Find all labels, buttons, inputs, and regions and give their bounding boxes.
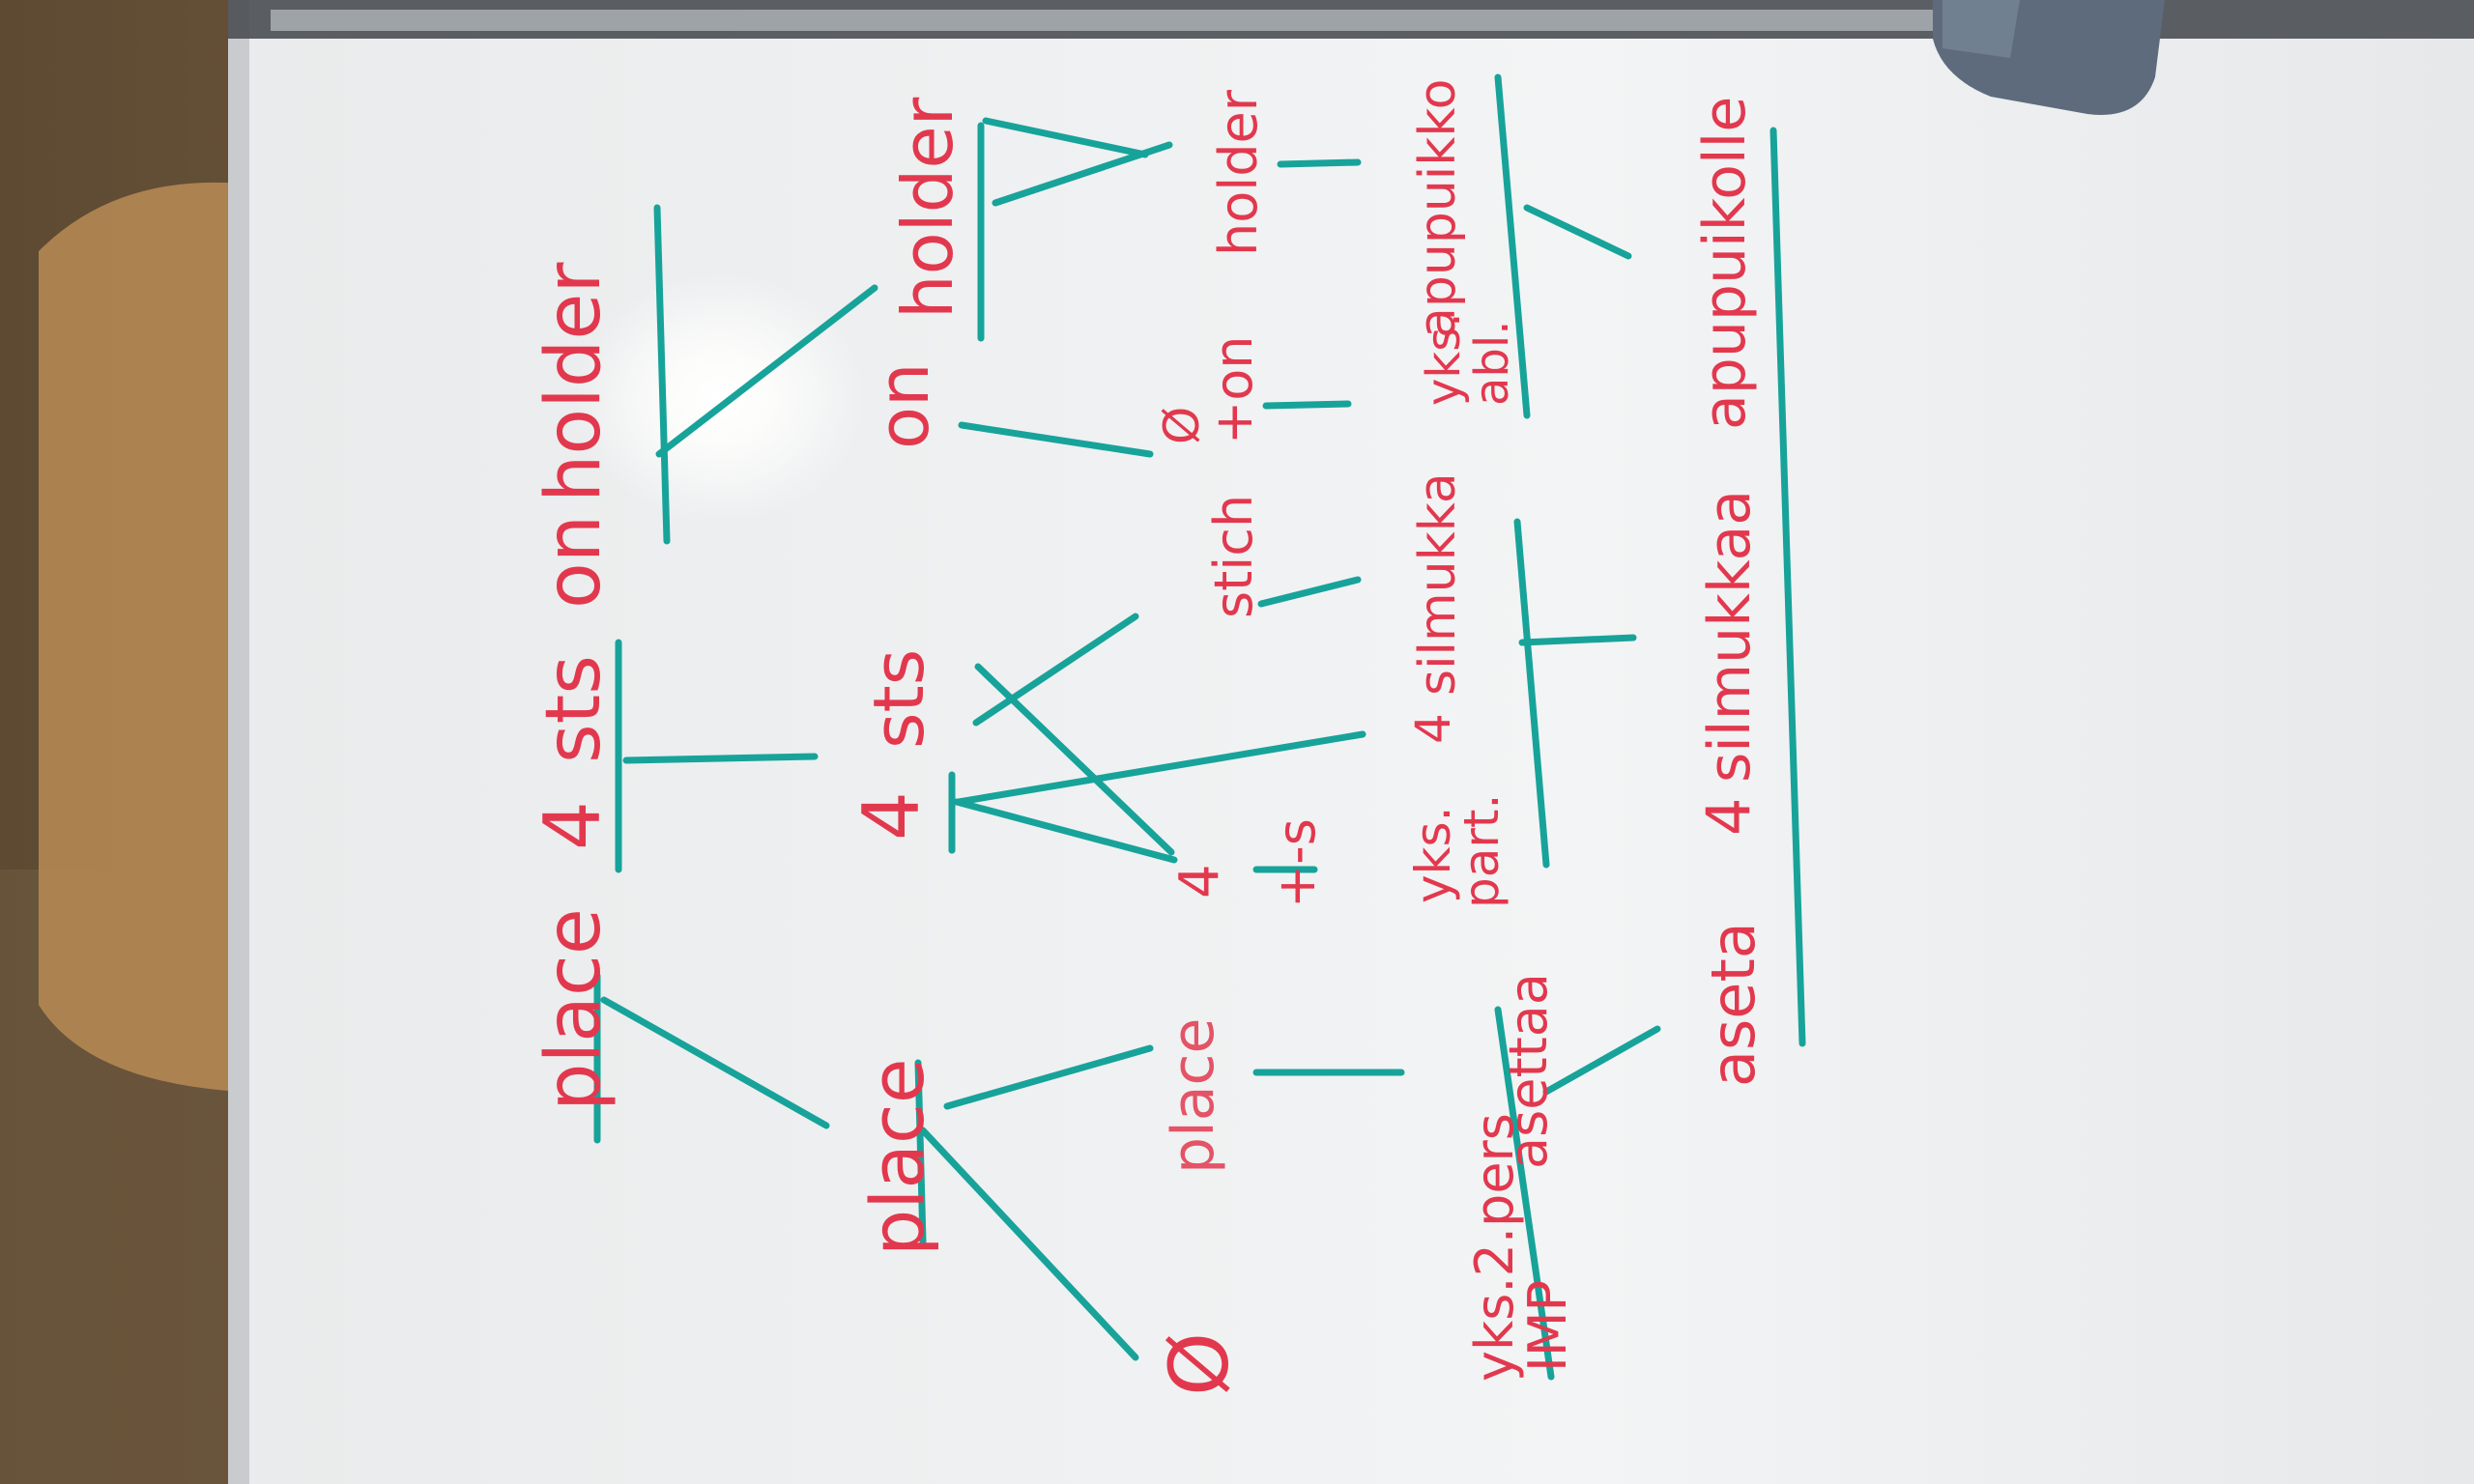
row4-word-yks2pers: yks.2.pers: [1464, 1113, 1525, 1382]
row2-word-4: 4: [847, 791, 936, 841]
row4-word-abl: abl.: [1465, 321, 1519, 406]
light-glare: [575, 272, 865, 524]
row3-word-on: +on: [1203, 335, 1264, 444]
row3-word-plus-minus-s: +-s: [1266, 818, 1327, 908]
board-top-tray: [271, 10, 1971, 31]
teal-tree-lines: [593, 73, 1806, 1381]
row2-word-on: on: [863, 362, 944, 449]
row2-word-holder: holder: [887, 97, 968, 319]
row4-word-silmukka: silmukka: [1409, 472, 1467, 696]
row5-word-aseta: aseta: [1698, 922, 1769, 1087]
row4-word-part: part.: [1453, 794, 1510, 908]
row1-word-4: 4: [528, 801, 618, 850]
row2-word-sts: sts: [858, 649, 939, 749]
row1-word-place: place: [531, 908, 618, 1111]
eraser: [1933, 0, 2165, 115]
row4-word-yks-2: yks.: [1417, 313, 1471, 406]
row1-word-sts: sts: [531, 655, 618, 763]
row3-word-stich: stich: [1203, 495, 1264, 618]
row3-empty-symbol-2: Ø: [1154, 407, 1210, 444]
row4-word-yks-1: yks.: [1405, 807, 1461, 904]
row3-word-4: 4: [1168, 864, 1231, 899]
row5-word-silmukkaa: silmukkaa: [1696, 490, 1764, 783]
row4-word-asettaa: asettaa: [1498, 973, 1559, 1169]
row1-word-on: on: [531, 515, 618, 609]
row3-empty-symbol: Ø: [1152, 1332, 1247, 1396]
row4-word-apupuikko: apupuikko: [1409, 79, 1467, 338]
row3-word-place: place: [1160, 1018, 1227, 1174]
row2-word-place: place: [854, 1059, 940, 1256]
row5-word-apupuikolle: apupuikolle: [1691, 97, 1759, 430]
row4-word-imp: IMP: [1517, 1280, 1578, 1372]
row5-word-4: 4: [1693, 798, 1764, 836]
row1-word-holder: holder: [531, 262, 618, 502]
row4-word-4: 4: [1405, 713, 1461, 744]
row3-word-holder: holder: [1208, 89, 1269, 256]
chair-back: [39, 182, 242, 1092]
